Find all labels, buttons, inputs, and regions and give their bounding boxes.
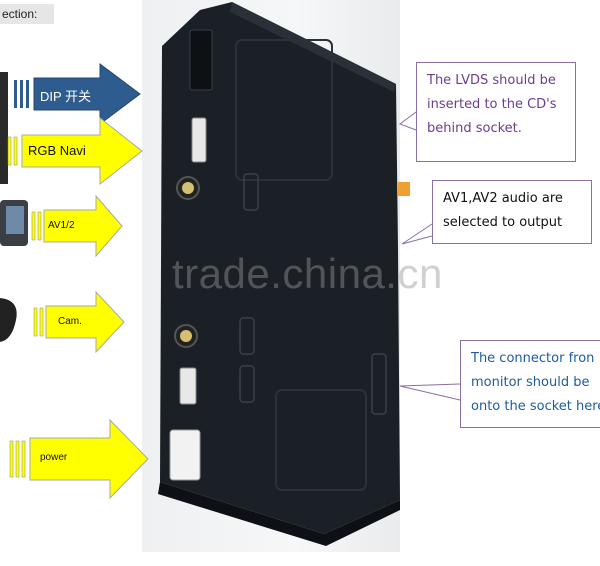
av-rca-center [182, 182, 194, 194]
monitor-callout-line-3: onto the socket here [471, 399, 600, 414]
dip-cable-thumbnail [0, 72, 8, 184]
emboss-av-mark [243, 173, 259, 211]
lvds-callout: The LVDS should be inserted to the CD's … [416, 62, 576, 162]
box-bottom-edge [158, 482, 400, 546]
arrow-av12-label: AV1/2 [48, 220, 75, 231]
lvds-callout-line-1: The LVDS should be [427, 73, 556, 88]
arrow-dip [14, 63, 141, 125]
lvds-callout-pointer [398, 111, 417, 131]
camera-thumbnail [0, 298, 17, 342]
section-label: ection: [0, 4, 54, 24]
arrow-rgb-label: RGB Navi [28, 143, 86, 158]
cam-rca-center [180, 330, 192, 342]
lvds-callout-line-3: behind socket. [427, 121, 522, 136]
lvds-socket [189, 29, 213, 91]
arrow-cam [33, 290, 125, 354]
arrow-power-label: power [40, 452, 68, 463]
av-audio-callout-line-2: selected to output [443, 215, 563, 230]
av-callout-pointer [401, 223, 433, 245]
arrow-dip-label: DIP 开关 [40, 89, 92, 104]
monitor-screen [6, 206, 24, 234]
monitor-callout-line-1: The connector fron [471, 351, 595, 366]
rgb-connector [191, 117, 207, 163]
watermark: trade.china.cn [172, 250, 443, 297]
arrow-power [9, 418, 149, 500]
emboss-mark-2 [239, 317, 255, 355]
lvds-callout-line-2: inserted to the CD's [427, 97, 557, 112]
small-connector [179, 367, 197, 405]
arrow-rgb [7, 116, 143, 186]
emboss-panel-top [235, 39, 333, 181]
interface-box [158, 2, 400, 546]
av-audio-callout-line-1: AV1,AV2 audio are [443, 191, 563, 206]
av-audio-callout: AV1,AV2 audio are selected to output [432, 180, 592, 244]
monitor-callout-pointer [399, 383, 461, 401]
arrow-av12 [31, 194, 123, 258]
emboss-panel-bottom [275, 389, 367, 491]
box-top-edge [230, 2, 396, 92]
arrow-cam-label: Cam. [58, 316, 82, 327]
power-connector [169, 429, 201, 481]
monitor-callout-line-2: monitor should be [471, 375, 590, 390]
left-thumbnails [0, 72, 28, 342]
box-body [160, 2, 400, 534]
monitor-callout: The connector fron monitor should be ont… [460, 340, 600, 428]
emboss-mark-3 [239, 365, 255, 403]
emboss-side-mark [371, 353, 387, 415]
orange-marker [398, 182, 410, 196]
